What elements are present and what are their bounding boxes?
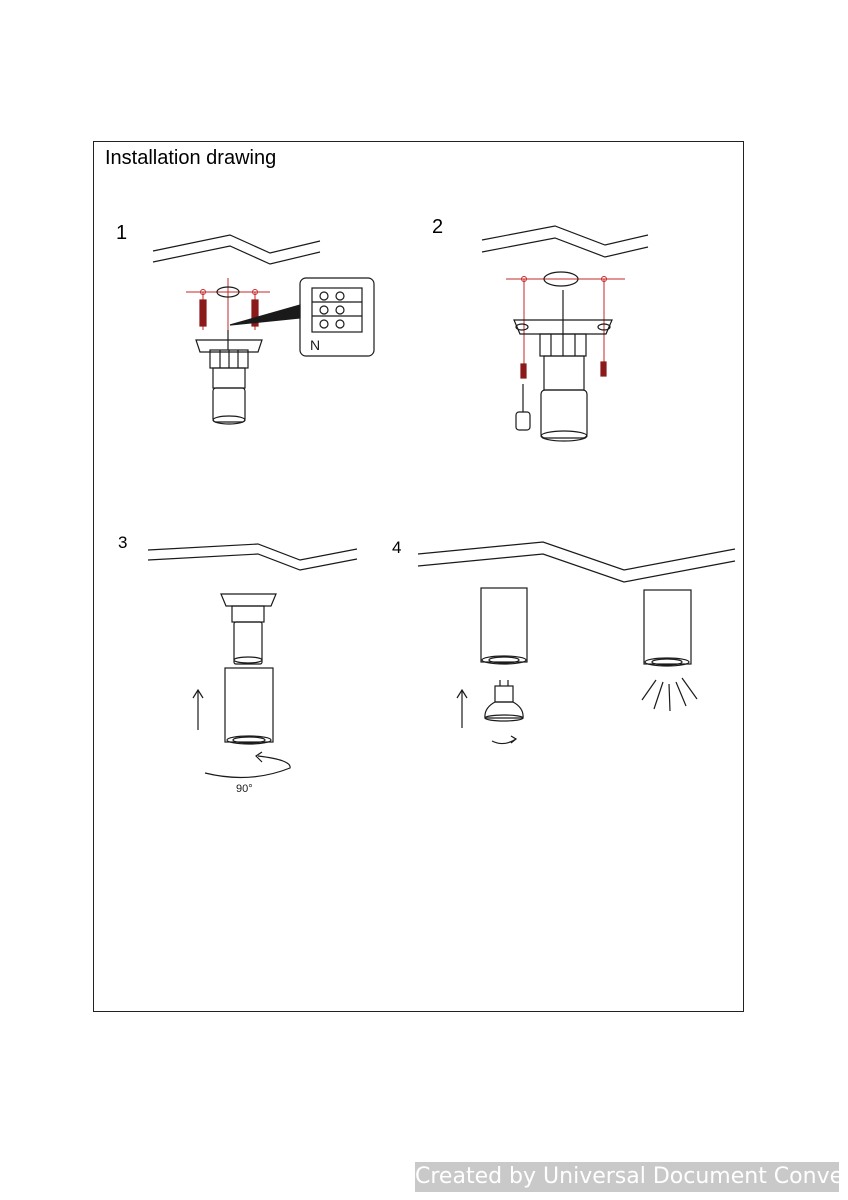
step-3-ceiling — [147, 543, 358, 571]
step-4-ceiling — [417, 541, 736, 583]
step-3-shade — [224, 667, 274, 745]
step-2-number: 2 — [432, 216, 444, 238]
step-4-up-arrow — [456, 688, 468, 728]
step-1-screw-left — [199, 299, 207, 327]
step-2-screw-left — [520, 363, 527, 379]
step-1-fixture — [195, 330, 263, 425]
step-1-cable-hole — [216, 286, 240, 298]
step-2-fixture — [513, 290, 613, 442]
step-3-number: 3 — [118, 533, 128, 552]
step-1-number: 1 — [116, 222, 128, 244]
rotation-label: 90° — [236, 783, 253, 795]
watermark-banner: Created by Universal Document Converter — [415, 1162, 848, 1192]
page-title: Installation drawing — [105, 147, 277, 169]
installation-drawing-frame — [93, 141, 744, 1012]
step-2-cable-hole — [543, 271, 579, 287]
step-2-screwdriver — [515, 384, 531, 431]
step-2-screw-right — [600, 361, 607, 377]
step-1-ceiling — [152, 234, 321, 265]
gu10-bulb-icon — [484, 680, 524, 745]
step-3-fixture — [220, 593, 277, 665]
terminal-inset-label: N — [310, 337, 320, 353]
step-1-screw-right — [251, 299, 259, 327]
step-4-number: 4 — [392, 538, 402, 557]
step-3-rotate-arrow — [204, 751, 291, 779]
step-4-shade-right — [643, 589, 692, 667]
step-4-light-rays — [641, 677, 698, 712]
step-4-shade-left — [480, 587, 528, 665]
step-1-terminal-inset — [229, 277, 375, 357]
step-3-up-arrow — [192, 688, 204, 730]
step-2-ceiling — [481, 225, 649, 258]
